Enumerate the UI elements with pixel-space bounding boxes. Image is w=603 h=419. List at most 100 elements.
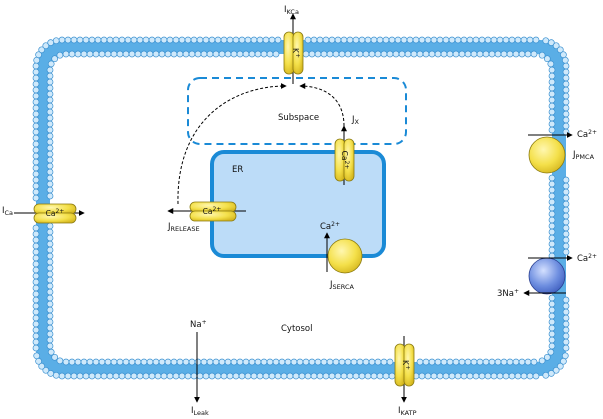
lipid-head xyxy=(446,358,454,366)
lipid-head xyxy=(35,51,42,59)
i-kca-label: IKCa xyxy=(284,5,299,16)
lipid-head xyxy=(562,212,570,220)
lipid-head xyxy=(424,36,432,44)
lipid-head xyxy=(46,228,54,236)
lipid-head xyxy=(280,372,288,380)
lipid-head xyxy=(328,36,336,44)
lipid-head xyxy=(160,372,168,380)
lipid-head xyxy=(482,358,490,366)
lipid-head xyxy=(561,56,569,64)
lipid-head xyxy=(520,36,528,44)
lipid-head xyxy=(338,50,346,58)
lipid-head xyxy=(200,358,208,366)
j-release-label: JRELEASE xyxy=(167,222,200,233)
lipid-head xyxy=(142,372,150,380)
lipid-head xyxy=(94,372,102,380)
lipid-head xyxy=(548,336,556,344)
lipid-head xyxy=(508,36,516,44)
lipid-head xyxy=(446,50,454,58)
lipid-head xyxy=(412,36,420,44)
lipid-head xyxy=(344,50,352,58)
lipid-head xyxy=(562,248,570,256)
lipid-head xyxy=(424,372,432,380)
lipid-head xyxy=(32,98,40,106)
lipid-head xyxy=(32,80,40,88)
lipid-head xyxy=(506,358,514,366)
lipid-head xyxy=(232,372,240,380)
lipid-head xyxy=(442,36,450,44)
lipid-head xyxy=(106,36,114,44)
lipid-head xyxy=(196,36,204,44)
lipid-head xyxy=(548,228,556,236)
lipid-head xyxy=(368,358,376,366)
lipid-head xyxy=(543,55,551,63)
lipid-head xyxy=(184,36,192,44)
lipid-head xyxy=(134,358,142,366)
lipid-head xyxy=(262,36,270,44)
lipid-head xyxy=(68,358,76,366)
lipid-head xyxy=(562,86,570,94)
lipid-head xyxy=(562,320,570,328)
lipid-head xyxy=(466,36,474,44)
lipid-head xyxy=(176,358,184,366)
lipid-head xyxy=(560,357,567,365)
lipid-head xyxy=(58,372,66,380)
lipid-head xyxy=(32,62,40,70)
lipid-head xyxy=(548,180,556,188)
subspace-label: Subspace xyxy=(278,113,319,123)
lipid-head xyxy=(548,126,556,134)
lipid-head xyxy=(92,358,100,366)
lipid-head xyxy=(260,50,268,58)
lipid-head xyxy=(254,50,262,58)
lipid-head xyxy=(32,230,40,238)
lipid-head xyxy=(236,358,244,366)
lipid-head xyxy=(484,372,492,380)
lipid-head xyxy=(196,372,204,380)
lipid-head xyxy=(98,358,106,366)
lipid-head xyxy=(46,246,54,254)
lipid-head xyxy=(406,36,414,44)
lipid-head xyxy=(561,352,569,360)
lipid-head xyxy=(218,358,226,366)
lipid-head xyxy=(364,372,372,380)
lipid-head xyxy=(46,114,54,122)
lipid-head xyxy=(86,50,94,58)
lipid-head xyxy=(46,336,54,344)
lipid-head xyxy=(52,371,60,379)
lipid-head xyxy=(548,210,556,218)
lipid-head xyxy=(46,258,54,266)
lipid-head xyxy=(46,156,54,164)
lipid-head xyxy=(46,276,54,284)
lipid-head xyxy=(33,56,41,64)
lipid-head xyxy=(436,372,444,380)
lipid-head xyxy=(490,372,498,380)
lipid-head xyxy=(46,126,54,134)
lipid-head xyxy=(274,36,282,44)
lipid-head xyxy=(32,302,40,310)
lipid-head xyxy=(170,358,178,366)
lipid-head xyxy=(148,372,156,380)
lipid-head xyxy=(46,192,54,200)
lipid-head xyxy=(32,128,40,136)
lipid-head xyxy=(248,358,256,366)
lipid-head xyxy=(112,36,120,44)
lipid-head xyxy=(122,358,130,366)
lipid-head xyxy=(524,50,532,58)
release-to-kca-flux xyxy=(177,83,287,205)
lipid-head xyxy=(552,366,560,374)
lipid-head xyxy=(314,50,322,58)
svg-text:K+: K+ xyxy=(401,360,411,370)
lipid-head xyxy=(200,50,208,58)
lipid-head xyxy=(358,36,366,44)
lipid-head xyxy=(266,50,274,58)
lipid-head xyxy=(494,50,502,58)
lipid-head xyxy=(32,266,40,274)
lipid-head xyxy=(152,50,160,58)
lipid-head xyxy=(46,90,54,98)
lipid-head xyxy=(548,330,556,338)
lipid-head xyxy=(230,358,238,366)
lipid-head xyxy=(32,164,40,172)
lipid-head xyxy=(46,240,54,248)
lipid-head xyxy=(130,372,138,380)
